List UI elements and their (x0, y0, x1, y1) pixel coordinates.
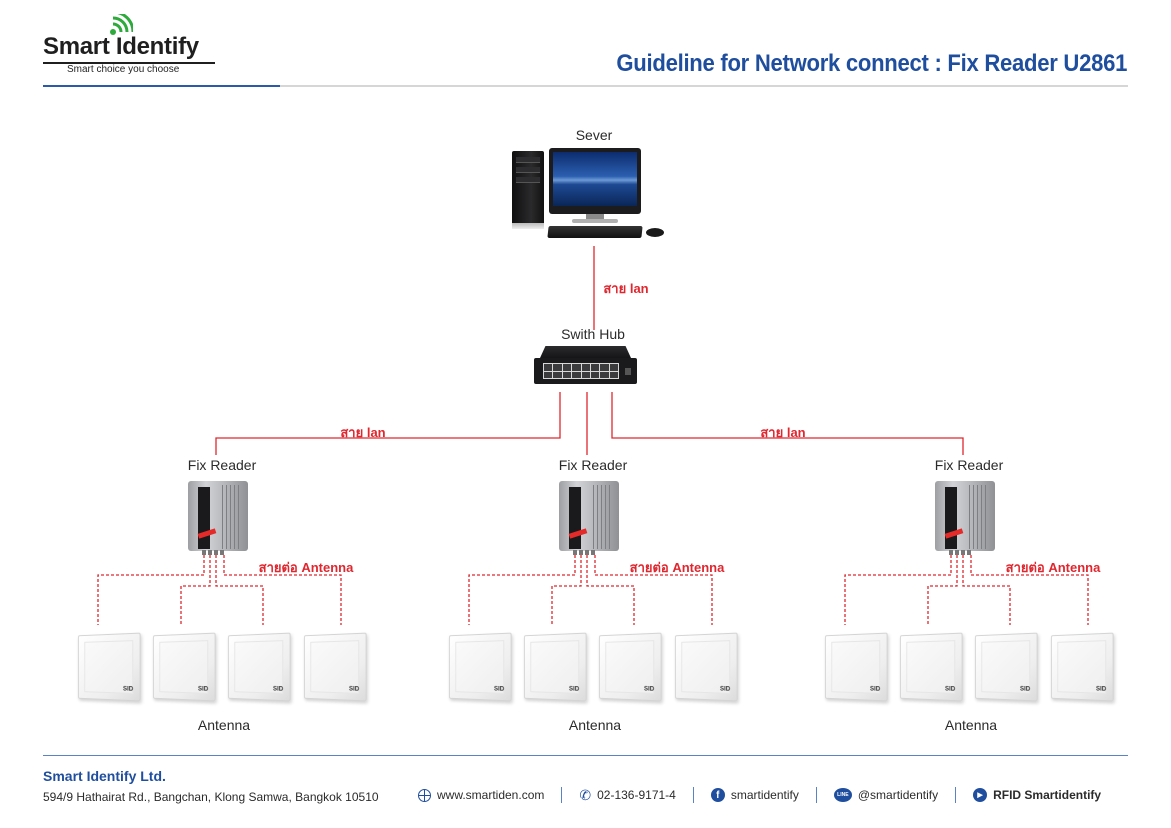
separator (955, 787, 957, 803)
server-cable-label: สาย lan (603, 281, 649, 296)
wifi-signal-icon (110, 14, 133, 35)
switch-port (600, 364, 609, 371)
separator (815, 787, 817, 803)
server-tower (512, 151, 544, 229)
header-divider (280, 85, 1128, 87)
antenna-brand-mark: SID (643, 686, 655, 693)
footer-divider (43, 755, 1128, 756)
logo-underline (43, 62, 215, 64)
antenna-cable (97, 555, 205, 625)
switch-port (600, 371, 609, 378)
switch-port (572, 364, 581, 371)
antenna-cable-label: สายต่อ Antenna (1005, 560, 1101, 575)
switch-port (553, 371, 562, 378)
page-title: Guideline for Network connect : Fix Read… (616, 50, 1127, 77)
antenna-panel: SID (523, 632, 587, 702)
antenna-brand-mark: SID (1095, 686, 1107, 693)
keyboard (547, 226, 643, 238)
switch-port (609, 371, 618, 378)
lan-cable-label-right: สาย lan (760, 425, 806, 440)
switch-port (553, 364, 562, 371)
antenna-panel: SID (77, 632, 141, 702)
antenna-panel: SID (303, 632, 367, 702)
reader-label: Fix Reader (934, 457, 1004, 473)
company-name: Smart Identify Ltd. (43, 768, 166, 784)
server-monitor (549, 148, 641, 214)
antenna-panel: SID (974, 632, 1038, 702)
antenna-cable (551, 555, 582, 625)
antenna-brand-mark: SID (348, 686, 360, 693)
switch-port (590, 371, 600, 378)
company-logo: Smart Identify Smart choice you choose (43, 14, 223, 76)
antenna-brand-mark: SID (272, 686, 284, 693)
facebook-link[interactable]: f smartidentify (710, 788, 799, 802)
antenna-group-label: Antenna (944, 717, 998, 733)
mouse (646, 228, 664, 237)
switch-to-reader-1-cable (215, 392, 561, 455)
antenna-panel: SID (674, 632, 738, 702)
fix-reader-device (188, 481, 248, 555)
separator (692, 787, 694, 803)
phone-link[interactable]: ✆ 02-136-9171-4 (579, 787, 676, 803)
antenna-brand-mark: SID (493, 686, 505, 693)
line-icon: LINE (833, 788, 852, 802)
contact-bar: www.smartiden.com ✆ 02-136-9171-4 f smar… (418, 787, 1101, 803)
antenna-cable-label: สายต่อ Antenna (258, 560, 354, 575)
antenna-brand-mark: SID (1019, 686, 1031, 693)
switch-port (609, 364, 618, 371)
fix-reader-device (559, 481, 619, 555)
lan-cable-label-left: สาย lan (340, 425, 386, 440)
antenna-group-label: Antenna (568, 717, 622, 733)
switch-port (562, 364, 572, 371)
antenna-panel: SID (227, 632, 291, 702)
antenna-cable (844, 555, 952, 625)
antenna-panel: SID (899, 632, 963, 702)
antenna-panel: SID (448, 632, 512, 702)
logo-tagline: Smart choice you choose (67, 64, 180, 75)
antenna-brand-mark: SID (122, 686, 134, 693)
youtube-icon: ▶ (973, 788, 988, 802)
antenna-cable (927, 555, 958, 625)
antenna-brand-mark: SID (568, 686, 580, 693)
antenna-brand-mark: SID (869, 686, 881, 693)
reader-label: Fix Reader (558, 457, 628, 473)
antenna-cable (215, 555, 264, 625)
antenna-cable (586, 555, 635, 625)
header-divider-accent (43, 85, 280, 87)
separator (561, 787, 563, 803)
network-switch (534, 346, 637, 387)
fix-reader-device (935, 481, 995, 555)
switch-port (581, 364, 590, 371)
antenna-cable (468, 555, 576, 625)
antenna-panel: SID (824, 632, 888, 702)
globe-icon (418, 788, 431, 802)
server-label: Sever (575, 127, 613, 143)
switch-port (544, 371, 553, 378)
antenna-brand-mark: SID (944, 686, 956, 693)
antenna-group-label: Antenna (197, 717, 251, 733)
antenna-cable (962, 555, 1011, 625)
line-link[interactable]: LINE @smartidentify (833, 788, 938, 802)
switch-port (572, 371, 581, 378)
switch-port (581, 371, 590, 378)
switch-port (562, 371, 572, 378)
antenna-brand-mark: SID (719, 686, 731, 693)
website-link[interactable]: www.smartiden.com (418, 788, 544, 802)
antenna-panel: SID (152, 632, 216, 702)
logo-name: Smart Identify (43, 33, 199, 60)
switch-port (590, 364, 600, 371)
switch-port (544, 364, 553, 371)
phone-icon: ✆ (579, 787, 592, 803)
antenna-brand-mark: SID (197, 686, 209, 693)
antenna-panel: SID (1050, 632, 1114, 702)
antenna-cable (180, 555, 211, 625)
switch-label: Swith Hub (561, 326, 625, 342)
facebook-icon: f (710, 788, 725, 802)
company-address: 594/9 Hathairat Rd., Bangchan, Klong Sam… (43, 790, 379, 804)
antenna-cable-label: สายต่อ Antenna (629, 560, 725, 575)
youtube-link[interactable]: ▶ RFID Smartidentify (973, 788, 1101, 802)
antenna-panel: SID (598, 632, 662, 702)
reader-label: Fix Reader (187, 457, 257, 473)
